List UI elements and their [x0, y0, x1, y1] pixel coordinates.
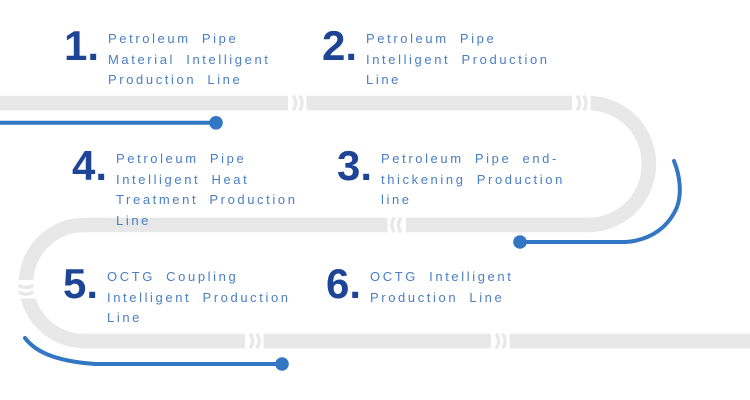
- step-3: 3. Petroleum Pipe end- thickening Produc…: [337, 142, 565, 211]
- flow-line-right-curve: [518, 159, 682, 244]
- flow-lines: [0, 116, 682, 371]
- step-1: 1. Petroleum Pipe Material Intelligent P…: [64, 22, 271, 91]
- step-4-number: 4.: [72, 142, 108, 189]
- step-6-number: 6.: [326, 260, 362, 307]
- step-4: 4. Petroleum Pipe Intelligent Heat Treat…: [72, 142, 298, 231]
- pipe-joint-mark: [243, 329, 266, 353]
- flow-line-bottom-curve: [23, 336, 284, 366]
- step-6: 6. OCTG Intelligent Production Line: [326, 260, 514, 308]
- step-2-label: Petroleum Pipe Intelligent Production Li…: [366, 31, 550, 87]
- step-5: 5. OCTG Coupling Intelligent Production …: [63, 260, 291, 329]
- step-2: 2. Petroleum Pipe Intelligent Production…: [322, 22, 550, 91]
- step-3-label: Petroleum Pipe end- thickening Productio…: [381, 151, 565, 207]
- step-5-label: OCTG Coupling Intelligent Production Lin…: [107, 269, 291, 325]
- pipe-joint-mark: [286, 91, 309, 115]
- step-1-number: 1.: [64, 22, 100, 69]
- endpoint-dot-bottom: [275, 357, 289, 371]
- step-2-number: 2.: [322, 22, 358, 69]
- step-3-number: 3.: [337, 142, 373, 189]
- endpoint-dot-top: [209, 116, 223, 130]
- step-6-label: OCTG Intelligent Production Line: [370, 269, 514, 305]
- pipe-joint-mark: [489, 329, 512, 353]
- step-1-label: Petroleum Pipe Material Intelligent Prod…: [108, 31, 271, 87]
- step-5-number: 5.: [63, 260, 99, 307]
- pipe-joint-mark: [570, 91, 593, 115]
- pipe-joint-mark: [385, 213, 408, 237]
- endpoint-dot-middle: [513, 235, 527, 249]
- step-4-label: Petroleum Pipe Intelligent Heat Treatmen…: [116, 151, 298, 228]
- pipe-joint-mark: [14, 278, 38, 301]
- conveyor-track-path: [0, 95, 750, 349]
